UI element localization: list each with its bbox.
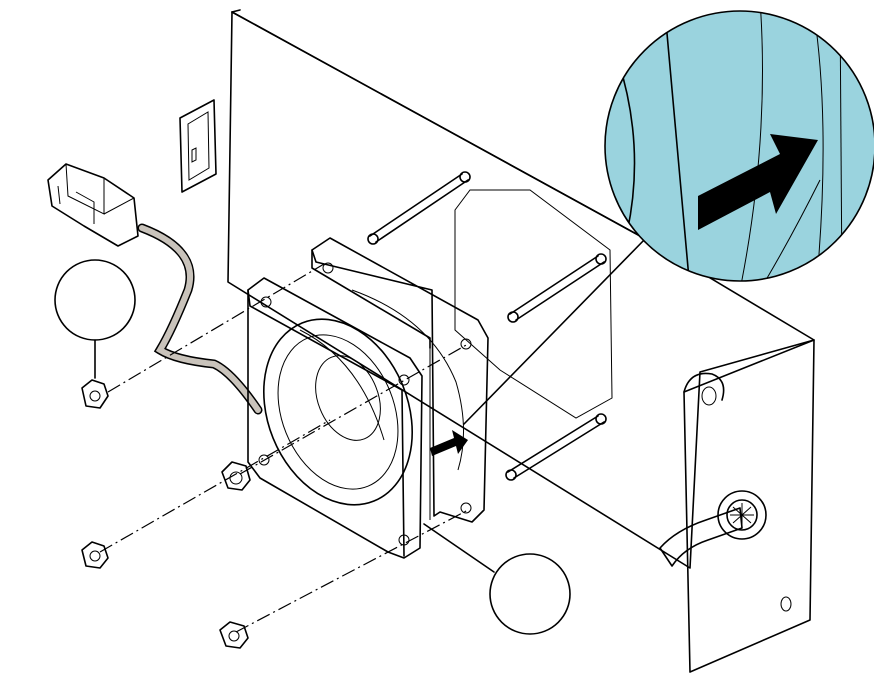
magnified-detail-view xyxy=(604,10,874,282)
nut-callout xyxy=(54,259,136,379)
side-bracket xyxy=(683,339,815,673)
panel-connector-slot xyxy=(179,99,217,193)
nuts xyxy=(81,379,251,649)
nut-4 xyxy=(219,621,249,649)
fan-cable xyxy=(137,223,263,415)
nut-1 xyxy=(81,379,109,409)
fan-callout xyxy=(423,523,571,635)
fan-connector xyxy=(47,163,139,247)
airflow-arrow-icon xyxy=(430,430,468,456)
nut-2 xyxy=(221,461,251,491)
detail-leader-line xyxy=(463,237,647,425)
cooling-fan xyxy=(247,237,489,559)
mounting-studs xyxy=(367,171,607,481)
nut-3 xyxy=(81,541,109,569)
airflow-direction-arrow xyxy=(698,134,818,230)
cable-clamp xyxy=(659,490,767,567)
clamp-screw xyxy=(717,490,767,540)
alignment-lines xyxy=(99,263,469,633)
